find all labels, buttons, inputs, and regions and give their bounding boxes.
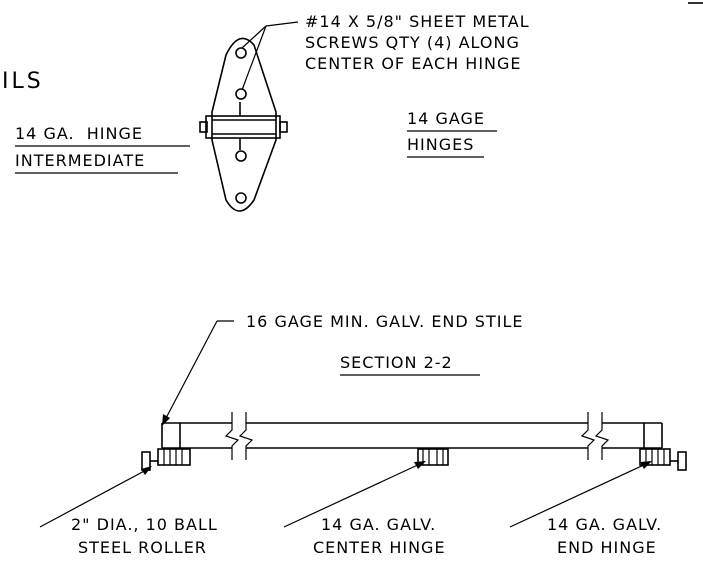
hinge-plate [199,37,288,212]
center-hinge-callout-line1: 14 GA. GALV. [321,515,436,534]
stile-leader-b [164,320,218,421]
steel-roller [141,448,191,471]
hinge-label-line1: 14 GA. HINGE [15,124,143,143]
break-line-right [580,412,610,460]
end-hinge [639,448,687,471]
hinge-label-line2: INTERMEDIATE [15,151,145,170]
screw-note-leaders [241,21,299,91]
roller-callout-line2: STEEL ROLLER [78,538,207,557]
section-title: SECTION 2-2 [340,353,453,372]
end-hinge-callout-line1: 14 GA. GALV. [547,515,662,534]
screw-hole [235,150,247,162]
gage-label-line1: 14 GAGE [407,109,485,128]
break-line-left [224,412,254,460]
screw-hole [235,47,247,59]
center-hinge-leader [283,461,426,528]
roller-leader [39,466,152,528]
stile-note: 16 GAGE MIN. GALV. END STILE [246,312,523,331]
stile-arrowhead [162,414,170,426]
screw-hole [235,88,247,100]
screw-note-line1: #14 X 5/8" SHEET METAL [305,12,530,31]
center-hinge-callout-line2: CENTER HINGE [313,538,446,557]
gage-label-line2: HINGES [407,135,474,154]
screw-holes [235,47,247,204]
screw-note-line2: SCREWS QTY (4) ALONG [305,33,520,52]
screw-note-line3: CENTER OF EACH HINGE [305,54,522,73]
gate-rail [161,422,663,449]
end-hinge-leader [509,461,652,528]
partial-title: ILS [2,69,44,94]
center-hinge [417,448,449,466]
screw-hole [235,192,247,204]
roller-callout-line1: 2" DIA., 10 BALL [71,515,218,534]
end-hinge-callout-line2: END HINGE [557,538,657,557]
